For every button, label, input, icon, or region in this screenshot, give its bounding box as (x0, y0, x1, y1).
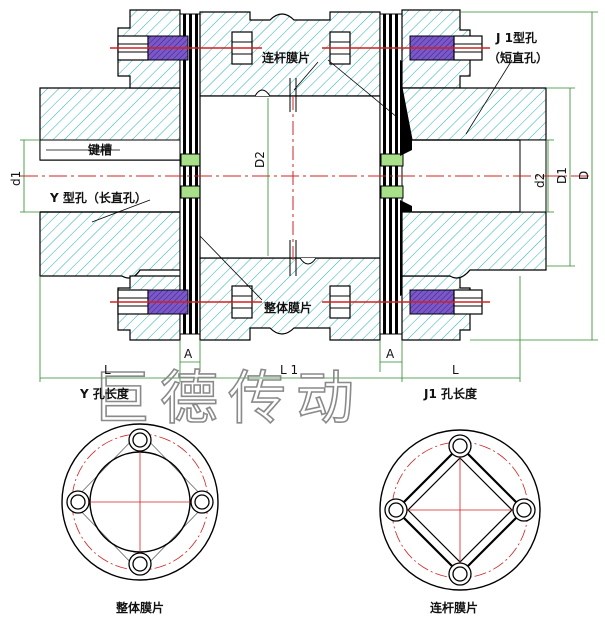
right-hub (401, 87, 547, 279)
caption-integral-diaphragm: 整体膜片 (115, 600, 164, 615)
dim-a-left: A (184, 347, 193, 361)
label-link-diaphragm: 连杆膜片 (262, 50, 310, 65)
bolt-upper-left (110, 31, 262, 65)
label-j1-hole: J 1型孔 (495, 30, 537, 45)
dim-l1: L 1 (280, 363, 298, 377)
bolt-lower-left (110, 285, 262, 319)
label-y-hole-length: Y 孔长度 (79, 386, 130, 401)
caption-link-diaphragm: 连杆膜片 (430, 600, 478, 615)
dim-D1: D1 (555, 167, 569, 184)
label-j1-hole-length: J1 孔长度 (423, 386, 478, 401)
centerlines (20, 78, 590, 276)
dim-l-right: L (452, 363, 459, 377)
left-diaphragm-pack (179, 13, 202, 335)
dim-D2: D2 (253, 151, 267, 168)
label-y-hole: Y 型孔（长直孔） (49, 190, 147, 205)
bolt-lower-right (322, 285, 490, 319)
label-keyway: 键槽 (87, 142, 112, 157)
dim-d1: d1 (9, 171, 23, 186)
dim-a-right: A (386, 347, 395, 361)
link-diaphragm-view (379, 429, 541, 591)
bolt-upper-right (322, 31, 490, 65)
leader-lines (46, 59, 513, 301)
dimension-lines (20, 11, 598, 382)
left-hub (39, 87, 181, 279)
label-integral-diaphragm: 整体膜片 (263, 300, 312, 315)
watermark-text: 巨德传动 (92, 364, 364, 432)
label-short-straight-hole: （短直孔） (488, 50, 548, 65)
dim-l-left: L (104, 363, 111, 377)
dim-d2: d2 (533, 173, 547, 188)
dim-D: D (577, 171, 591, 180)
integral-diaphragm-view (61, 423, 219, 581)
